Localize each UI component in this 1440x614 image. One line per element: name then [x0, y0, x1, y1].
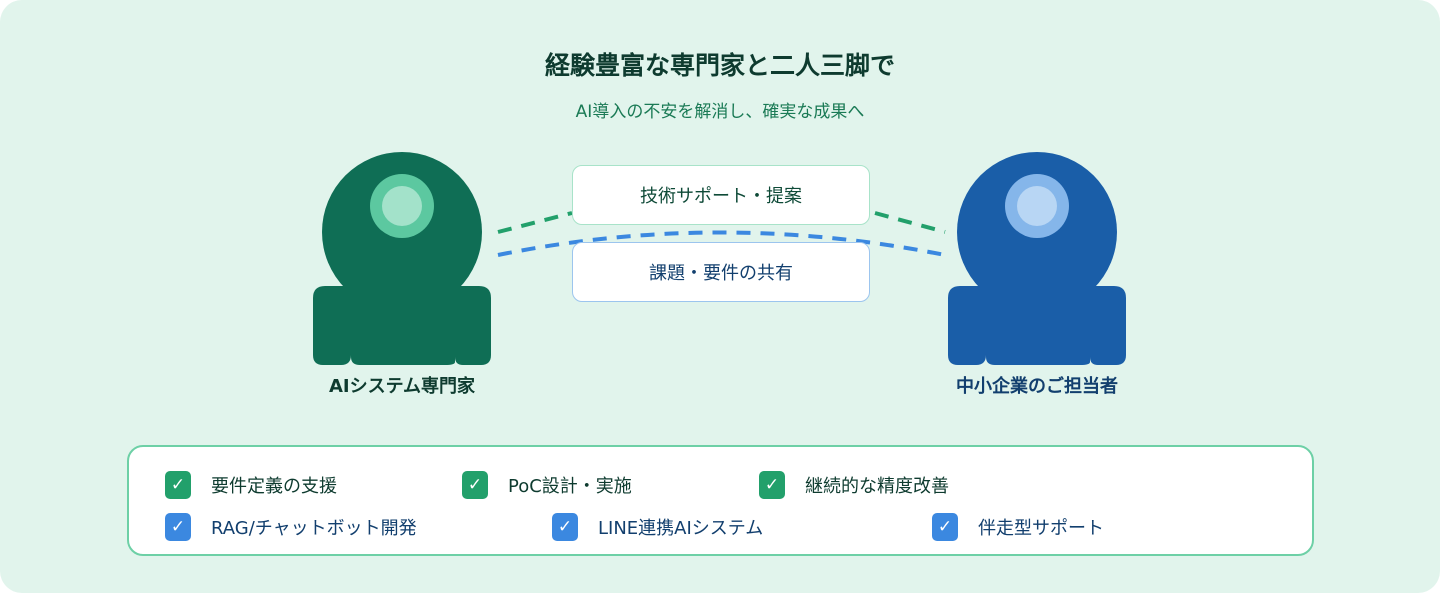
features-panel [127, 445, 1314, 556]
feature-label: 伴走型サポート [978, 518, 1104, 539]
check-icon: ✓ [932, 513, 958, 541]
support-flow-label: 技術サポート・提案 [572, 165, 870, 225]
feature-item: ✓ 伴走型サポート [932, 513, 1104, 541]
check-icon: ✓ [552, 513, 578, 541]
feature-item: ✓ PoC設計・実施 [462, 471, 632, 499]
check-icon: ✓ [165, 513, 191, 541]
client-label: 中小企業のご担当者 [956, 376, 1118, 397]
check-icon: ✓ [462, 471, 488, 499]
feature-item: ✓ RAG/チャットボット開発 [165, 513, 417, 541]
check-icon: ✓ [759, 471, 785, 499]
expert-figure [313, 152, 491, 365]
feature-item: ✓ 要件定義の支援 [165, 471, 337, 499]
feature-label: 要件定義の支援 [211, 476, 337, 497]
support-line-left [497, 211, 573, 234]
share-arc [497, 230, 946, 257]
support-line-right [874, 211, 946, 234]
feature-label: 継続的な精度改善 [805, 476, 949, 497]
expert-label: AIシステム専門家 [328, 376, 476, 397]
feature-label: PoC設計・実施 [508, 476, 632, 497]
subtitle: AI導入の不安を解消し、確実な成果へ [575, 102, 865, 122]
feature-item: ✓ 継続的な精度改善 [759, 471, 949, 499]
check-icon: ✓ [165, 471, 191, 499]
feature-item: ✓ LINE連携AIシステム [552, 513, 763, 541]
feature-label: RAG/チャットボット開発 [211, 518, 417, 539]
share-flow-label: 課題・要件の共有 [572, 242, 870, 302]
feature-label: LINE連携AIシステム [598, 518, 764, 539]
title: 経験豊富な専門家と二人三脚で [544, 51, 895, 80]
client-figure [948, 152, 1126, 365]
